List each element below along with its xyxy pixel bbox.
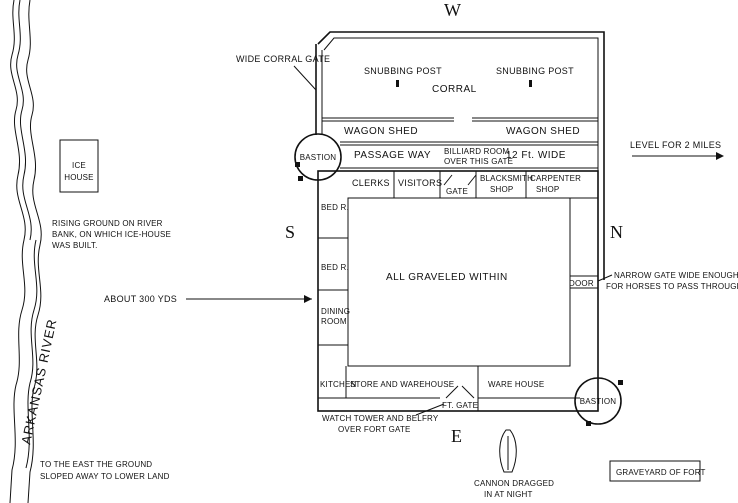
blacksmith-label-1: BLACKSMITH: [480, 174, 533, 183]
snubbing-post-1: [396, 80, 399, 87]
rising-ground-label-1: RISING GROUND ON RIVER: [52, 219, 163, 228]
inner-courtyard: [347, 197, 571, 367]
corral-label: CORRAL: [432, 84, 477, 95]
level-2-miles-label: LEVEL FOR 2 MILES: [630, 140, 721, 150]
compass-west: W: [444, 0, 461, 20]
passage-way-label: PASSAGE WAY: [354, 150, 431, 161]
ft-gate-door-1: [445, 385, 459, 399]
bastion-nw-cannon-1: [295, 162, 300, 167]
carpenter-label-2: SHOP: [536, 185, 559, 194]
river-bank-east-inner: [25, 239, 38, 469]
bastion-se-label: BASTION: [580, 397, 617, 406]
inner-fort-outline: [317, 170, 599, 412]
watch-tower-pointer: [415, 403, 445, 416]
ft-gate-label: FT. GATE: [442, 401, 478, 410]
east-ground-label-1: TO THE EAST THE GROUND: [40, 460, 152, 469]
graveyard-box: [609, 460, 701, 482]
wagon-shed-label-2: WAGON SHED: [506, 126, 580, 137]
rising-ground-label-2: BANK, ON WHICH ICE-HOUSE: [52, 230, 171, 239]
compass-south: S: [285, 222, 295, 242]
ft-gate-door-2: [461, 385, 475, 399]
level-arrowhead: [716, 152, 724, 160]
compass-east: E: [451, 426, 462, 446]
bed-r-label-2: BED R.: [321, 263, 349, 272]
kitchen-label: KITCHEN: [320, 380, 357, 389]
wagon-shed-label-1: WAGON SHED: [344, 126, 418, 137]
about-300-arrowhead: [304, 295, 312, 303]
river-label: ARKANSAS RIVER: [18, 317, 59, 445]
bastion-nw-label: BASTION: [300, 153, 337, 162]
bastion-se: [574, 377, 622, 425]
carpenter-label-1: CARPENTER: [530, 174, 581, 183]
cannon-label-1: CANNON DRAGGED: [474, 479, 554, 488]
bastion-nw-cannon-2: [298, 176, 303, 181]
gate-door-right: [467, 174, 477, 186]
corral-inner-wall: [323, 37, 599, 178]
graveyard-label: GRAVEYARD OF FORT: [616, 468, 706, 477]
store-warehouse-label: STORE AND WAREHOUSE: [350, 380, 454, 389]
billiard-room-label-2: OVER THIS GATE: [444, 157, 513, 166]
blacksmith-label-2: SHOP: [490, 185, 513, 194]
warehouse-label: WARE HOUSE: [488, 380, 544, 389]
wide-corral-gate-pointer: [293, 65, 317, 91]
cannon-label-2: IN AT NIGHT: [484, 490, 533, 499]
ice-house-box: [59, 139, 99, 193]
snubbing-post-label-1: SNUBBING POST: [364, 66, 442, 76]
gate-door-left: [443, 174, 453, 186]
cannon-icon: [499, 429, 517, 473]
visitors-label: VISITORS: [398, 178, 442, 188]
dining-room-label-2: ROOM: [321, 317, 347, 326]
river-bank-east: [26, 0, 42, 503]
compass-north: N: [610, 222, 623, 242]
watch-tower-label-1: WATCH TOWER AND BELFRY: [322, 414, 439, 423]
ice-house-label-1: ICE: [72, 161, 86, 170]
snubbing-post-2: [529, 80, 532, 87]
ice-house-label-2: HOUSE: [64, 173, 93, 182]
narrow-gate-label-2: FOR HORSES TO PASS THROUGH: [606, 282, 738, 291]
river-bank-west-inner: [16, 0, 32, 241]
east-room: [569, 197, 599, 277]
twelve-ft-wide-label: 12 Ft. WIDE: [506, 150, 566, 161]
narrow-gate-label-1: NARROW GATE WIDE ENOUGH: [614, 271, 738, 280]
dining-room-label-1: DINING: [321, 307, 350, 316]
rising-ground-label-3: WAS BUILT.: [52, 241, 98, 250]
river-bank-west: [9, 0, 26, 503]
bastion-se-cannon-1: [618, 380, 623, 385]
door-label: DOOR: [569, 279, 594, 288]
bed-r-label-1: BED R.: [321, 203, 349, 212]
all-graveled-label: ALL GRAVELED WITHIN: [386, 272, 508, 283]
narrow-gate-pointer: [597, 274, 613, 282]
about-300-label: ABOUT 300 YDS: [104, 294, 177, 304]
wide-corral-gate-label: WIDE CORRAL GATE: [236, 54, 330, 64]
billiard-room-label-1: BILLIARD ROOM: [444, 147, 509, 156]
east-ground-label-2: SLOPED AWAY TO LOWER LAND: [40, 472, 170, 481]
snubbing-post-label-2: SNUBBING POST: [496, 66, 574, 76]
corral-outer-wall: [317, 31, 605, 280]
watch-tower-label-2: OVER FORT GATE: [338, 425, 411, 434]
clerks-label: CLERKS: [352, 178, 390, 188]
gate-label: GATE: [446, 187, 468, 196]
bastion-se-cannon-2: [586, 421, 591, 426]
